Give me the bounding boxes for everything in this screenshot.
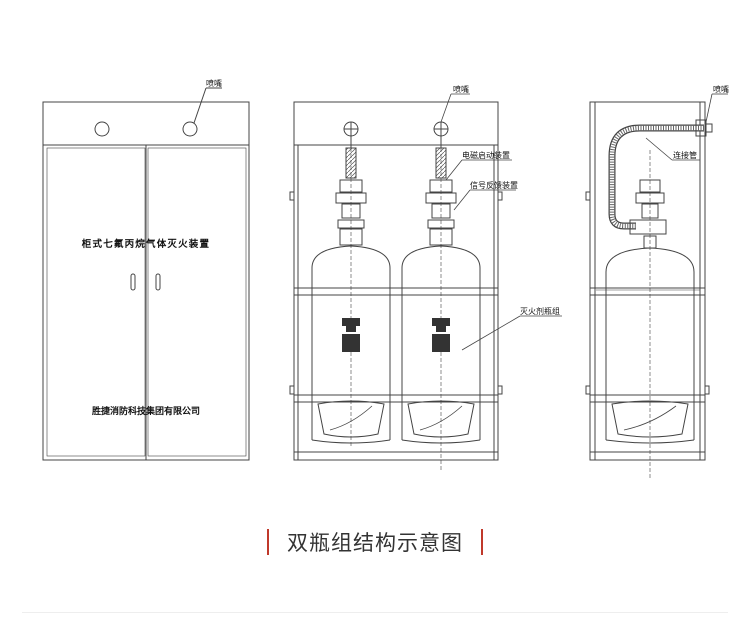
- signal-feedback-label: 信号反馈装置: [470, 180, 518, 190]
- cylinder-1: [311, 121, 391, 446]
- side-nozzle-label: 喷嘴: [453, 84, 469, 94]
- right-view-cabinet: [585, 101, 710, 461]
- caption-row: 双瓶组结构示意图: [0, 522, 750, 562]
- nozzle-circle-left: [94, 121, 110, 137]
- right-view-leaders: [645, 93, 728, 161]
- door-handle-left: [130, 273, 136, 291]
- cylinder-1-label-block: [342, 318, 360, 352]
- cabinet-title-text: 柜式七氟丙烷气体灭火装置: [81, 238, 210, 250]
- caption-bar-left: [267, 529, 269, 555]
- diagram-caption: 双瓶组结构示意图: [287, 531, 463, 555]
- caption-bar-right: [481, 529, 483, 555]
- cylinder-2-label-block: [432, 318, 450, 352]
- cylinder-2: [401, 121, 481, 470]
- door-handle-right: [155, 273, 161, 291]
- cylinder-group-label: 灭火剂瓶组: [520, 306, 560, 316]
- front-view-cabinet: [42, 87, 250, 461]
- side-view-leaders: [440, 93, 562, 351]
- connection-pipe-label: 连接管: [673, 150, 697, 160]
- front-nozzle-label: 喷嘴: [206, 78, 222, 88]
- solenoid-label: 电磁启动装置: [462, 150, 510, 160]
- right-view-cylinder: [596, 119, 713, 478]
- nozzle-circle-right: [182, 121, 198, 137]
- footer-divider: [22, 612, 728, 613]
- company-name-text: 胜捷消防科技集团有限公司: [91, 405, 200, 417]
- right-nozzle-label: 喷嘴: [713, 84, 729, 94]
